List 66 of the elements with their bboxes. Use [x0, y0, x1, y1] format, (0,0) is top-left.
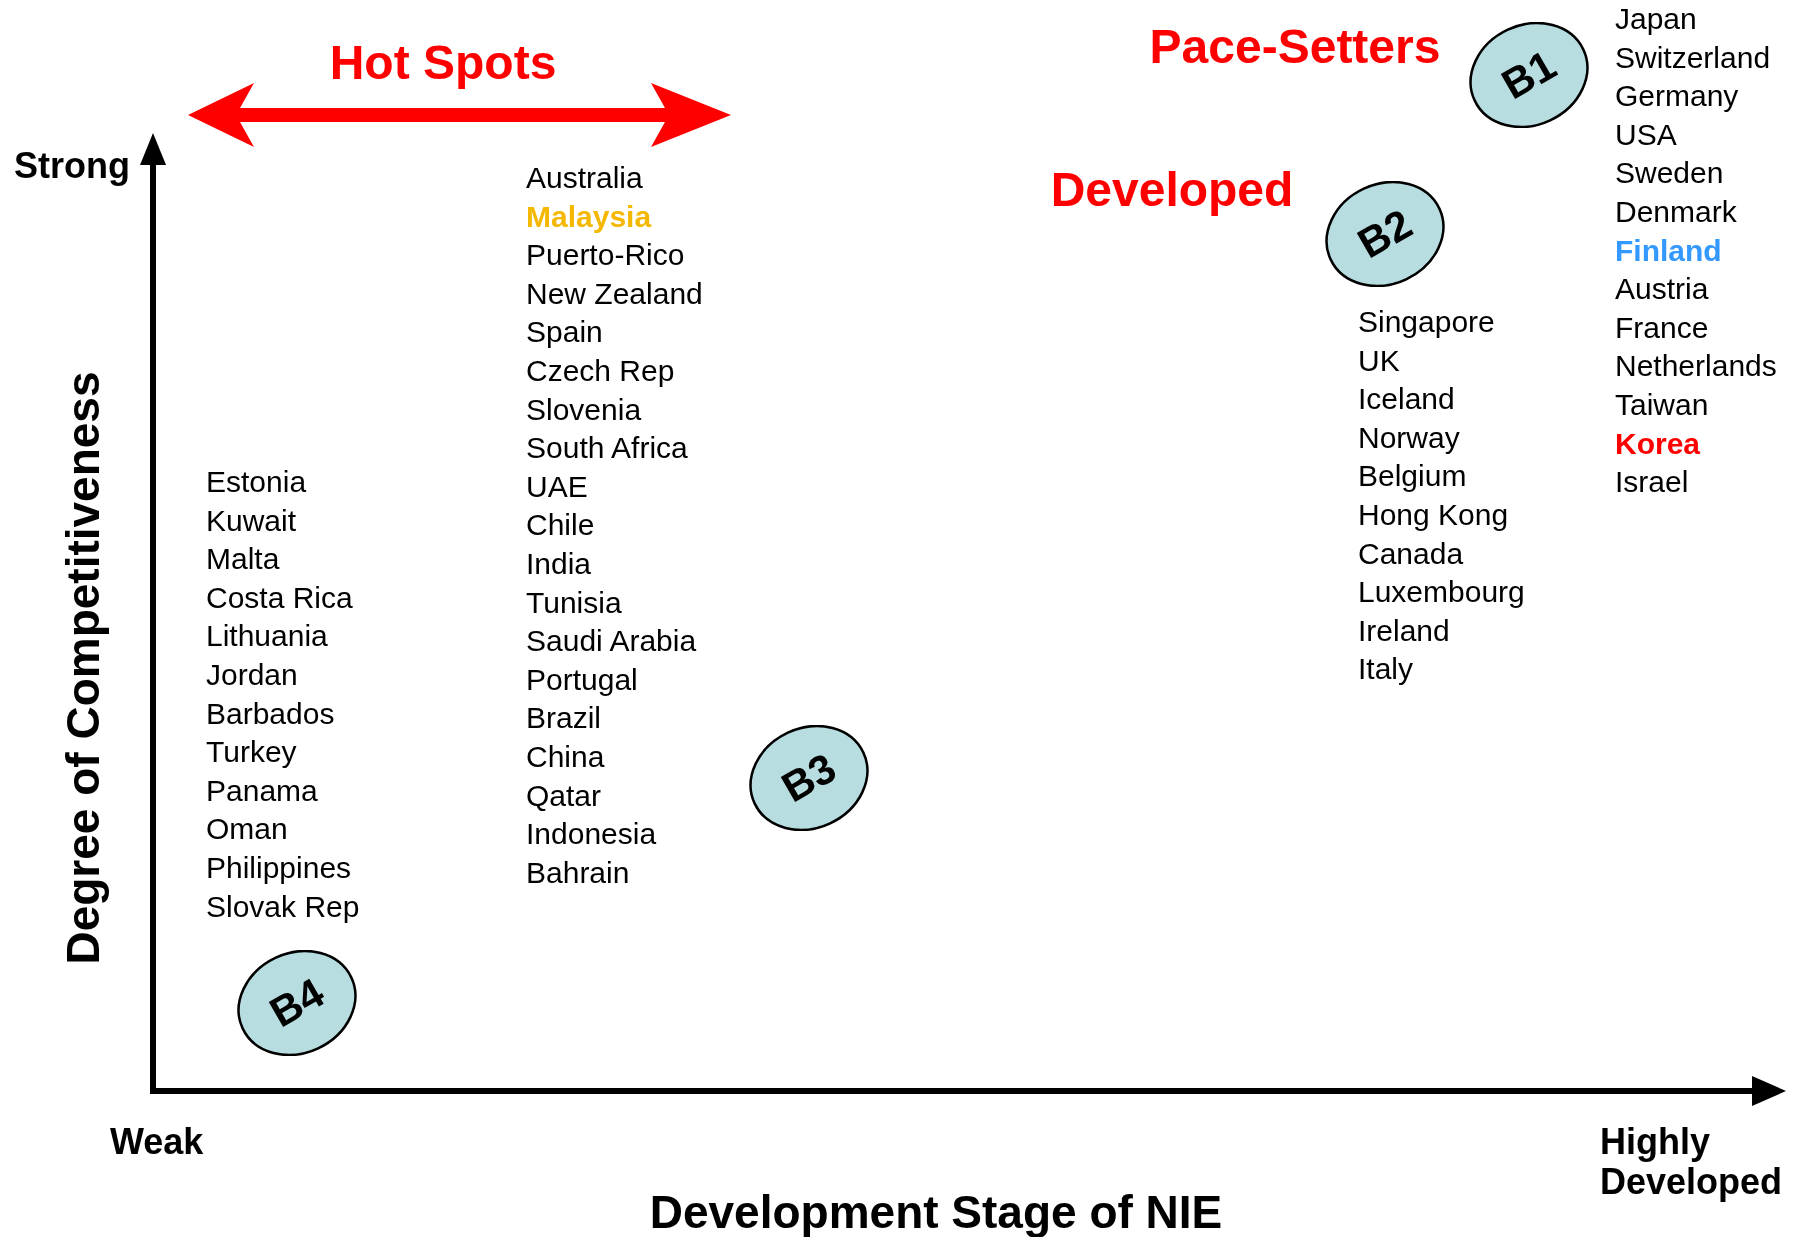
- country-name: South Africa: [526, 430, 688, 464]
- country-name: Czech Rep: [526, 353, 675, 387]
- country-name: Brazil: [526, 700, 601, 734]
- country-name: Netherlands: [1615, 348, 1777, 382]
- country-name: Slovak Rep: [206, 889, 360, 923]
- country-name: Portugal: [526, 662, 638, 696]
- country-name: Tunisia: [526, 585, 622, 619]
- marker-label: B3: [773, 743, 845, 813]
- country-name: Qatar: [526, 778, 602, 812]
- country-name: China: [526, 739, 605, 773]
- country-name: Belgium: [1358, 458, 1467, 492]
- country-name: Switzerland: [1615, 40, 1771, 74]
- marker-label: B2: [1349, 199, 1421, 269]
- country-name: Malta: [206, 541, 280, 575]
- country-name: France: [1615, 310, 1709, 344]
- country-name: Sweden: [1615, 155, 1724, 189]
- country-name: USA: [1615, 117, 1677, 151]
- country-name: Finland: [1615, 233, 1722, 267]
- country-name: Ireland: [1358, 613, 1450, 647]
- country-name: Israel: [1615, 464, 1689, 498]
- country-name: Hong Kong: [1358, 497, 1509, 531]
- country-name: Canada: [1358, 536, 1464, 570]
- country-name: Luxembourg: [1358, 574, 1525, 608]
- country-name: Oman: [206, 811, 288, 845]
- group-heading: Developed: [1050, 163, 1294, 217]
- group-heading: Pace-Setters: [1149, 20, 1441, 74]
- country-name: Costa Rica: [206, 580, 353, 614]
- country-name: Korea: [1615, 426, 1701, 460]
- country-name: Estonia: [206, 464, 307, 498]
- country-name: New Zealand: [526, 276, 703, 310]
- axis-end-label: Highly Developed: [1600, 1122, 1784, 1202]
- country-name: UAE: [526, 469, 588, 503]
- axis-end-label: Strong: [14, 146, 130, 186]
- country-name: Taiwan: [1615, 387, 1709, 421]
- country-name: Norway: [1358, 420, 1460, 454]
- country-name: Australia: [526, 160, 643, 194]
- country-name: Lithuania: [206, 618, 328, 652]
- country-name: Jordan: [206, 657, 298, 691]
- axis-end-label: Weak: [110, 1122, 204, 1162]
- country-name: India: [526, 546, 592, 580]
- country-name: Germany: [1615, 78, 1739, 112]
- country-name: Slovenia: [526, 392, 642, 426]
- axis-title: Development Stage of NIE: [649, 1186, 1223, 1237]
- country-name: Bahrain: [526, 855, 630, 889]
- country-name: Italy: [1358, 651, 1414, 685]
- country-name: Japan: [1615, 1, 1697, 35]
- country-name: Turkey: [206, 734, 297, 768]
- country-name: Barbados: [206, 696, 335, 730]
- country-name: Iceland: [1358, 381, 1455, 415]
- country-name: Philippines: [206, 850, 352, 884]
- country-name: Panama: [206, 773, 318, 807]
- country-name: Saudi Arabia: [526, 623, 697, 657]
- axis-title: Degree of Competitiveness: [57, 371, 109, 965]
- country-name: Kuwait: [206, 503, 297, 537]
- country-name: Malaysia: [526, 199, 652, 233]
- country-name: Indonesia: [526, 816, 657, 850]
- country-name: Spain: [526, 314, 603, 348]
- country-name: Singapore: [1358, 304, 1495, 338]
- marker-label: B4: [261, 968, 333, 1038]
- country-name: Puerto-Rico: [526, 237, 685, 271]
- marker-label: B1: [1493, 40, 1565, 110]
- country-name: Chile: [526, 507, 595, 541]
- country-name: UK: [1358, 343, 1400, 377]
- group-heading: Hot Spots: [329, 36, 557, 90]
- country-name: Austria: [1615, 271, 1709, 305]
- country-name: Denmark: [1615, 194, 1737, 228]
